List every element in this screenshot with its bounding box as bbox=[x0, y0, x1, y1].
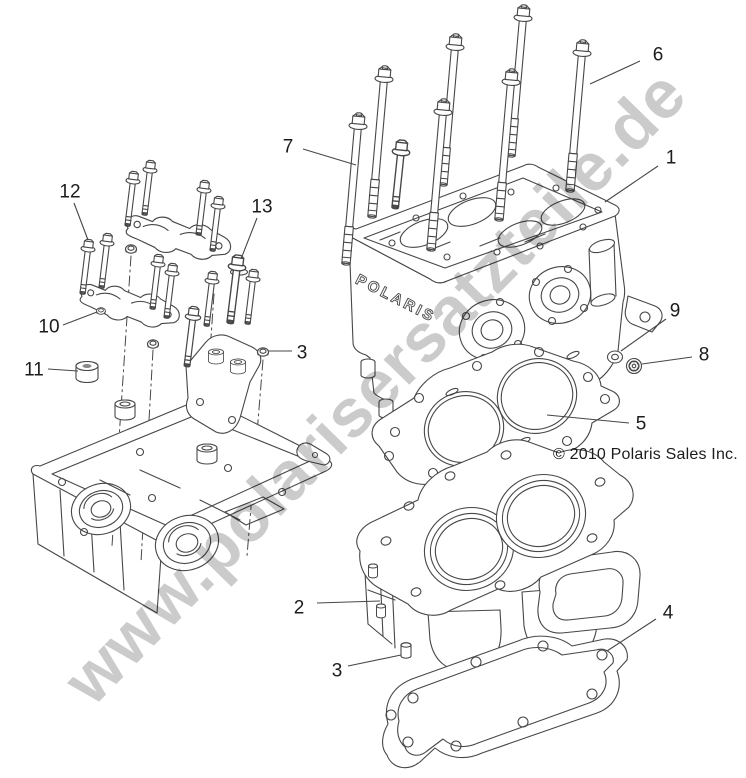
callout-label-5-5: 5 bbox=[636, 414, 647, 435]
callout-label-2-1: 2 bbox=[294, 598, 305, 619]
short-bolts-art bbox=[74, 138, 412, 369]
base-gasket-art bbox=[382, 635, 628, 769]
flange-bolt-art bbox=[625, 357, 643, 375]
lower-cylinder-head-art bbox=[30, 398, 333, 614]
callout-leader-11-11 bbox=[47, 368, 79, 372]
cylinder-art bbox=[356, 439, 641, 672]
copyright-text: © 2010 Polaris Sales Inc. bbox=[553, 446, 738, 463]
callout-label-6-6: 6 bbox=[653, 45, 664, 66]
callout-leader-1-0 bbox=[604, 165, 659, 203]
callout-label-9-9: 9 bbox=[670, 301, 681, 322]
callout-leader-2-1 bbox=[316, 600, 381, 604]
callout-leader-8-8 bbox=[641, 356, 693, 365]
callout-label-1-0: 1 bbox=[666, 148, 677, 169]
callout-leader-5-5 bbox=[546, 414, 630, 424]
washer-art bbox=[606, 350, 624, 364]
callout-label-4-4: 4 bbox=[663, 603, 674, 624]
callout-leader-4-4 bbox=[606, 618, 657, 652]
head-gasket-art bbox=[371, 343, 620, 485]
callout-label-3-2: 3 bbox=[297, 343, 308, 364]
callout-label-13-13: 13 bbox=[251, 197, 272, 218]
callout-label-12-12: 12 bbox=[59, 182, 80, 203]
callout-label-8-8: 8 bbox=[699, 345, 710, 366]
callout-leader-7-7 bbox=[302, 148, 357, 166]
callout-leader-13-13 bbox=[240, 217, 258, 260]
cam-carrier-art bbox=[185, 334, 262, 434]
callout-leader-12-12 bbox=[73, 202, 89, 241]
callout-leader-6-6 bbox=[589, 60, 641, 85]
callout-leader-3-3 bbox=[347, 654, 402, 667]
callout-label-7-7: 7 bbox=[283, 137, 294, 158]
callout-label-3-3: 3 bbox=[332, 661, 343, 682]
callout-leader-9-9 bbox=[620, 318, 667, 352]
callout-label-10-10: 10 bbox=[38, 317, 59, 338]
callout-label-11-11: 11 bbox=[24, 360, 44, 381]
callout-leader-10-10 bbox=[62, 311, 98, 326]
